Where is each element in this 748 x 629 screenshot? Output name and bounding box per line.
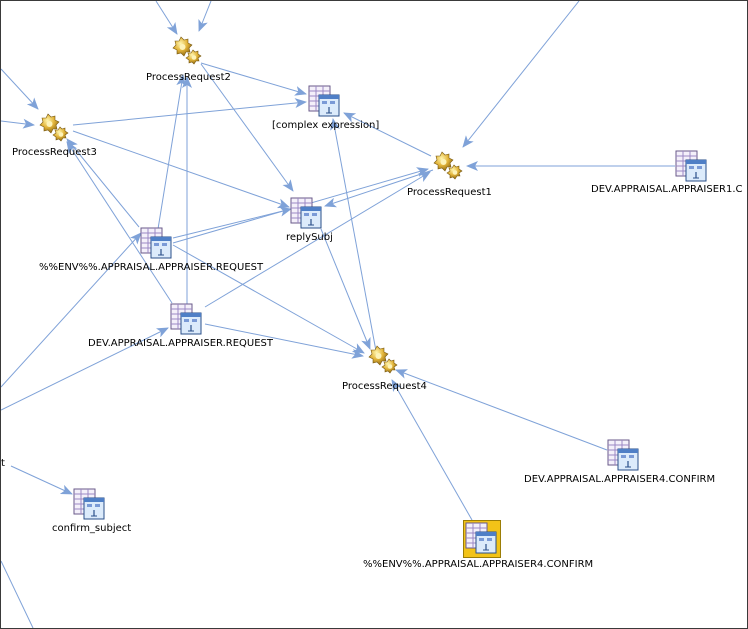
destination-table-icon [675,150,707,182]
node-process-request-1[interactable] [430,150,466,184]
destination-table-icon [308,85,340,117]
node-process-request-3[interactable] [36,112,72,146]
edge [1,327,169,411]
edge [320,228,371,350]
destination-table-icon [170,303,202,335]
node-label: replySubj [286,232,333,243]
node-dev-appraiser-request[interactable] [170,303,204,337]
edge [10,465,73,495]
edge [72,98,307,126]
edge [1,232,142,388]
edge [1,68,39,110]
node-label: DEV.APPRAISAL.APPRAISER4.CONFIRM [524,474,716,485]
node-confirm-subject[interactable] [73,488,107,522]
process-gear-icon [172,36,202,65]
node-label: [complex expression] [272,120,380,131]
node-dev-appraiser1[interactable] [675,150,709,184]
node-label: confirm_subject [52,523,132,534]
edge [155,1,178,35]
edge [204,171,431,308]
edge [157,74,187,230]
node-reply-subj[interactable] [290,197,324,231]
edge [391,379,473,521]
node-process-request-4[interactable] [365,344,401,378]
process-gear-icon [39,113,69,142]
process-gear-icon [433,151,463,180]
edge [66,138,140,228]
edge [172,206,292,239]
edge [1,118,35,129]
destination-table-icon [465,522,497,554]
edge [172,244,365,354]
destination-table-icon [73,488,105,520]
node-env-appraiser-request[interactable] [140,227,174,261]
edge [1,560,34,628]
edge [200,62,307,96]
node-label: ProcessRequest1 [407,187,492,198]
edge [198,1,212,32]
edge [72,130,290,209]
node-complex-expression[interactable] [308,85,342,119]
node-label-offscreen: t [1,458,5,469]
edge [200,63,294,192]
node-label: ProcessRequest2 [146,72,231,83]
process-gear-icon [368,345,398,374]
node-label: ProcessRequest4 [342,381,427,392]
node-label: DEV.APPRAISAL.APPRAISER.REQUEST [88,338,274,349]
destination-table-icon [140,227,172,259]
node-label: ProcessRequest3 [12,147,97,158]
node-env-appraiser4-confirm[interactable] [463,520,501,558]
node-process-request-2[interactable] [169,35,205,69]
edge [204,323,364,359]
edge [324,169,434,208]
node-label: %%ENV%%.APPRAISAL.APPRAISER.REQUEST [39,262,264,273]
edge [343,112,432,157]
edge [66,141,173,304]
edge [330,118,377,352]
edge [395,369,608,451]
node-dev-appraiser4-confirm[interactable] [607,439,641,473]
destination-table-icon [607,439,639,471]
node-label: DEV.APPRAISAL.APPRAISER1.C [591,184,743,195]
destination-table-icon [290,197,322,229]
edge [462,1,580,148]
node-label: %%ENV%%.APPRAISAL.APPRAISER4.CONFIRM [363,559,594,570]
